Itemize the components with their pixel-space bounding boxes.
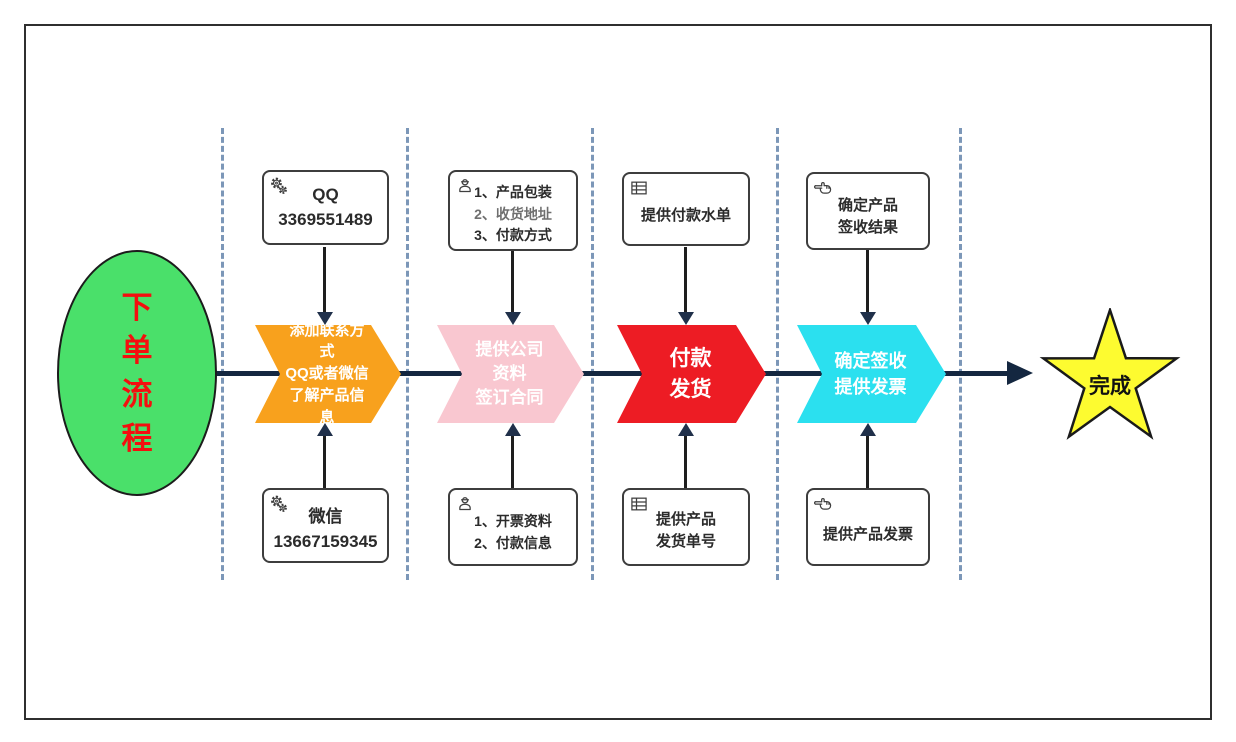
info-box-product-requirements: 1、产品包装 2、收货地址 3、付款方式	[448, 170, 578, 251]
worker-icon	[455, 176, 475, 196]
main-flow-line	[210, 371, 1008, 376]
arrow-down-head-icon	[317, 312, 333, 325]
chevron-line: 签订合同	[475, 388, 544, 408]
info-box-line: 提供产品发票	[822, 525, 913, 543]
chevron-line: 资料	[492, 363, 527, 383]
info-box-line: 1、产品包装	[474, 183, 552, 200]
chevron-line: QQ或者微信	[285, 365, 369, 383]
info-box-line: 3369551489	[278, 209, 373, 229]
info-box-line: 2、付款信息	[474, 535, 552, 551]
chevron-line: 添加联系方式	[289, 321, 365, 361]
gears-icon	[269, 494, 289, 514]
start-node-char: 程	[121, 420, 153, 456]
info-box-wechat: 微信 13667159345	[262, 488, 389, 563]
main-flow-arrowhead-icon	[1007, 361, 1033, 385]
star-icon	[1039, 308, 1181, 440]
end-node-complete: 完成	[1035, 308, 1185, 450]
column-separator	[959, 128, 962, 580]
info-box-line: 发货单号	[655, 533, 716, 550]
info-box-line: QQ	[312, 184, 339, 204]
column-separator	[221, 128, 224, 580]
column-separator	[406, 128, 409, 580]
outer-border	[24, 24, 1212, 720]
info-box-line: 签收结果	[837, 219, 898, 236]
gears-icon	[269, 176, 289, 196]
arrow-down-connector	[684, 247, 687, 313]
stage-chevron-receipt: 确定签收 提供发票	[797, 325, 946, 423]
table-icon	[629, 494, 649, 514]
info-box-shipping-number: 提供产品 发货单号	[622, 488, 750, 566]
end-node-label: 完成	[1089, 375, 1131, 398]
info-box-line: 2、收货地址	[474, 205, 552, 222]
chevron-line: 了解产品信息	[289, 386, 365, 426]
arrow-down-connector	[511, 247, 514, 313]
start-node-order-process: 下 单 流 程	[57, 250, 217, 496]
arrow-down-connector	[323, 247, 326, 313]
info-box-sign-result: 确定产品 签收结果	[806, 172, 930, 250]
pointing-hand-icon	[813, 178, 833, 198]
arrow-up-head-icon	[317, 423, 333, 436]
start-node-char: 流	[121, 377, 153, 412]
info-box-line: 1、开票资料	[474, 513, 552, 530]
info-box-line: 微信	[308, 506, 343, 526]
info-box-payment-slip: 提供付款水单	[622, 172, 750, 246]
arrow-up-head-icon	[678, 423, 694, 436]
arrow-down-head-icon	[678, 312, 694, 325]
info-box-line: 确定产品	[837, 196, 898, 214]
arrow-up-head-icon	[860, 423, 876, 436]
info-box-line: 3、付款方式	[474, 227, 552, 244]
info-box-line: 提供付款水单	[640, 206, 731, 224]
table-icon	[629, 178, 649, 198]
arrow-up-connector	[684, 436, 687, 488]
arrow-down-head-icon	[505, 312, 521, 325]
column-separator	[776, 128, 779, 580]
info-box-line: 提供产品	[655, 510, 716, 528]
info-box-qq: QQ 3369551489	[262, 170, 389, 245]
arrow-up-connector	[323, 436, 326, 488]
chevron-line: 发货	[669, 378, 712, 401]
info-box-product-invoice: 提供产品发票	[806, 488, 930, 566]
start-node-char: 下	[121, 289, 153, 325]
info-box-line: 13667159345	[273, 531, 378, 551]
arrow-up-connector	[866, 436, 869, 488]
stage-chevron-payment: 付款 发货	[617, 325, 766, 423]
arrow-up-head-icon	[505, 423, 521, 436]
chevron-line: 提供公司	[475, 339, 544, 359]
column-separator	[591, 128, 594, 580]
chevron-line: 付款	[669, 346, 712, 370]
arrow-down-connector	[866, 247, 869, 313]
chevron-line: 提供发票	[834, 377, 907, 397]
arrow-up-connector	[511, 436, 514, 488]
chevron-line: 确定签收	[834, 350, 907, 371]
arrow-down-head-icon	[860, 312, 876, 325]
pointing-hand-icon	[813, 494, 833, 514]
info-box-invoice-info: 1、开票资料 2、付款信息	[448, 488, 578, 566]
start-node-char: 单	[121, 333, 153, 369]
worker-icon	[455, 494, 475, 514]
